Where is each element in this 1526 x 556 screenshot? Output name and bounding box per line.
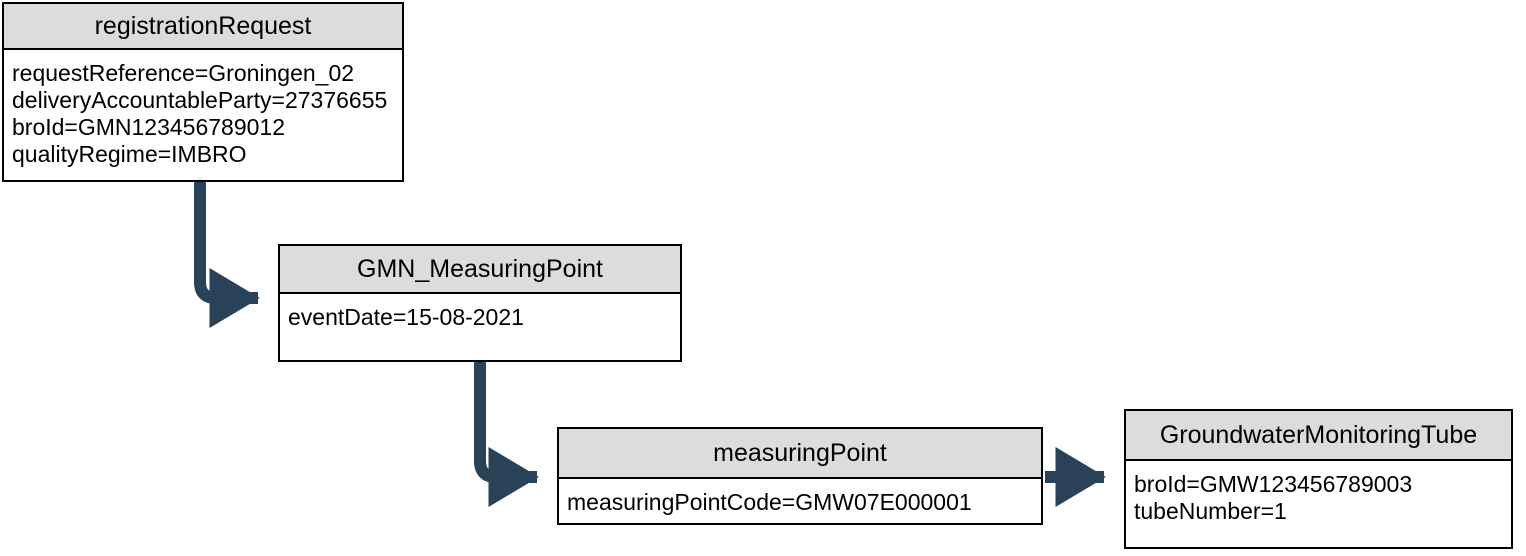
object-box-groundwater-monitoring-tube[interactable]: GroundwaterMonitoringTube broId=GMW12345… xyxy=(1124,409,1513,549)
object-attributes-registration-request: requestReference=Groningen_02 deliveryAc… xyxy=(4,50,402,168)
connector-registration-to-measuringpoint xyxy=(194,182,260,328)
connector-measuringpoint-to-point xyxy=(474,362,539,507)
object-title-measuring-point: measuringPoint xyxy=(559,429,1041,479)
object-title-groundwater-monitoring-tube: GroundwaterMonitoringTube xyxy=(1126,411,1511,461)
attribute-row: eventDate=15-08-2021 xyxy=(288,304,524,330)
object-title-registration-request: registrationRequest xyxy=(4,4,402,50)
attribute-row: broId=GMN123456789012 xyxy=(12,114,286,140)
object-box-measuring-point[interactable]: measuringPoint measuringPointCode=GMW07E… xyxy=(557,427,1043,525)
attribute-row: deliveryAccountableParty=27376655 xyxy=(12,87,388,113)
attribute-row: measuringPointCode=GMW07E000001 xyxy=(567,489,972,515)
attribute-row: requestReference=Groningen_02 xyxy=(12,60,355,86)
object-box-registration-request[interactable]: registrationRequest requestReference=Gro… xyxy=(2,2,404,182)
object-attributes-groundwater-monitoring-tube: broId=GMW123456789003 tubeNumber=1 xyxy=(1126,461,1511,525)
attribute-row: tubeNumber=1 xyxy=(1134,498,1287,524)
attribute-row: broId=GMW123456789003 xyxy=(1134,471,1413,497)
object-attributes-gmn-measuring-point: eventDate=15-08-2021 xyxy=(280,294,680,331)
object-box-gmn-measuring-point[interactable]: GMN_MeasuringPoint eventDate=15-08-2021 xyxy=(278,244,682,362)
object-title-gmn-measuring-point: GMN_MeasuringPoint xyxy=(280,246,680,294)
object-attributes-measuring-point: measuringPointCode=GMW07E000001 xyxy=(559,479,1041,516)
attribute-row: qualityRegime=IMBRO xyxy=(12,141,247,167)
